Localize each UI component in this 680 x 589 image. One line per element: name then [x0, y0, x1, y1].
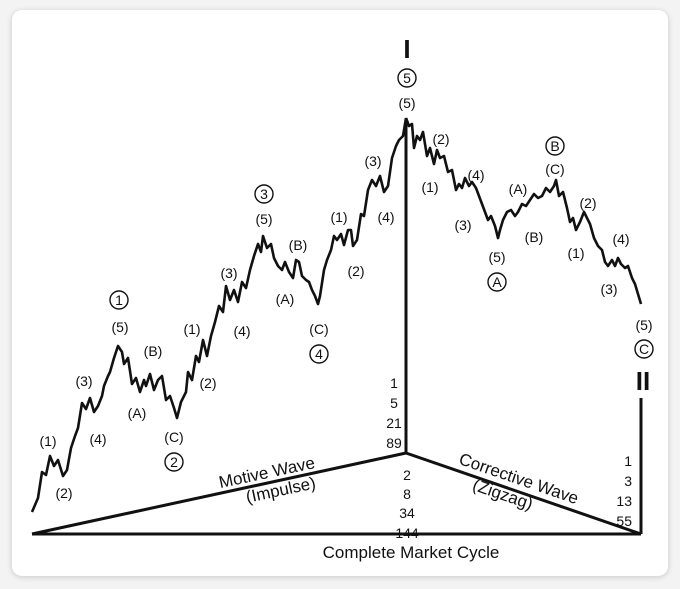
label-5-4: (4) [377, 209, 394, 225]
motive-counts-top: 1 5 21 89 [386, 375, 402, 451]
circle-label-2: 2 [170, 454, 178, 470]
diagram-card [12, 10, 668, 576]
circle-wave-b [545, 136, 565, 156]
motive-wave-line [31, 451, 407, 536]
circle-label-5: 5 [403, 70, 411, 86]
circle-label-3: 3 [260, 186, 268, 202]
label-b-a: (A) [509, 181, 528, 197]
circle-label-4: 4 [315, 346, 323, 362]
label-4-b: (B) [289, 237, 308, 253]
circle-wave-1 [109, 290, 129, 310]
label-5-3: (3) [364, 153, 381, 169]
wave-labels: (1) (2) (3) (4) (5) 1 (A) (B) (C) 2 (1) … [39, 68, 654, 501]
label-a-1: (1) [421, 179, 438, 195]
circle-wave-3 [254, 184, 274, 204]
label-3-3: (3) [220, 265, 237, 281]
count-corr-3: 13 [616, 493, 632, 509]
label-5-2: (2) [347, 263, 364, 279]
circle-wave-a [487, 272, 507, 292]
count-bottom-2: 8 [403, 486, 411, 502]
label-b-c: (C) [545, 161, 564, 177]
circle-label-1: 1 [115, 292, 123, 308]
count-top-4: 89 [386, 435, 402, 451]
count-corr-1: 1 [624, 453, 632, 469]
count-top-1: 1 [390, 375, 398, 391]
count-bottom-3: 34 [399, 505, 415, 521]
label-a-5: (5) [488, 249, 505, 265]
label-5-1: (1) [330, 209, 347, 225]
label-1-3: (3) [75, 373, 92, 389]
cycle-label: Complete Market Cycle [323, 543, 500, 562]
motive-counts-bottom: 2 8 34 144 [395, 467, 419, 541]
label-2-c: (C) [164, 429, 183, 445]
label-1-1: (1) [39, 433, 56, 449]
label-c-2: (2) [579, 195, 596, 211]
motive-wave-title: Motive Wave (Impulse) [217, 453, 317, 507]
corrective-price-path [404, 117, 643, 305]
count-corr-4: 55 [616, 513, 632, 529]
label-c-4: (4) [612, 231, 629, 247]
label-1-5: (5) [111, 319, 128, 335]
impulse-price-path [30, 117, 408, 513]
mark-top: I [403, 34, 410, 64]
label-a-4: (4) [467, 167, 484, 183]
count-top-3: 21 [386, 415, 402, 431]
corrective-wave-line [405, 451, 642, 536]
label-b-b: (B) [525, 229, 544, 245]
circle-label-c: C [639, 341, 649, 357]
circle-wave-2 [164, 452, 184, 472]
label-a-3: (3) [454, 217, 471, 233]
label-3-1: (1) [183, 321, 200, 337]
label-4-a: (A) [276, 291, 295, 307]
label-c-5: (5) [635, 317, 652, 333]
label-a-2: (2) [432, 131, 449, 147]
circle-wave-5 [397, 68, 417, 88]
corrective-counts: 1 3 13 55 [616, 453, 632, 529]
count-top-2: 5 [390, 395, 398, 411]
label-4-c: (C) [309, 321, 328, 337]
count-corr-2: 3 [624, 473, 632, 489]
count-bottom-1: 2 [403, 467, 411, 483]
label-3-2: (2) [199, 375, 216, 391]
circle-wave-4 [309, 344, 329, 364]
label-5-5: (5) [398, 95, 415, 111]
corrective-wave-title: Corrective Wave (Zigzag) [457, 449, 581, 513]
label-3-4: (4) [233, 323, 250, 339]
label-2-a: (A) [128, 405, 147, 421]
label-1-2: (2) [55, 485, 72, 501]
circle-label-b: B [550, 138, 559, 154]
label-3-5: (5) [255, 211, 272, 227]
mark-end: II [636, 366, 650, 396]
count-bottom-4: 144 [395, 525, 419, 541]
label-c-3: (3) [600, 281, 617, 297]
circle-label-a: A [492, 274, 502, 290]
label-2-b: (B) [144, 343, 163, 359]
label-c-1: (1) [567, 245, 584, 261]
label-1-4: (4) [89, 431, 106, 447]
circle-wave-c [634, 339, 654, 359]
